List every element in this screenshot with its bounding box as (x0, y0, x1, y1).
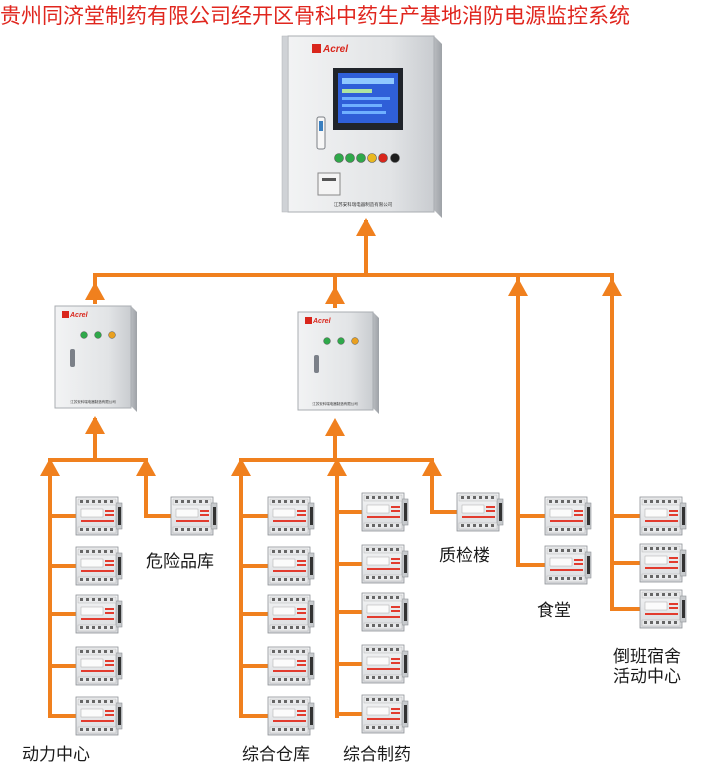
monitor-module (639, 589, 687, 629)
monitor-module (456, 492, 504, 532)
sub-cabinet-middle-footer: 江苏安科瑞电器制造有限公司 (312, 401, 358, 406)
monitor-module (361, 644, 409, 684)
monitor-module (75, 646, 123, 686)
up-arrow-icon (508, 278, 528, 296)
main-cabinet: Acrel 江苏安科瑞电器制造有限公司 (281, 35, 442, 218)
monitor-module (267, 546, 315, 586)
monitor-module (75, 696, 123, 736)
main-cabinet-brand: Acrel (322, 44, 348, 55)
up-arrow-icon (40, 458, 60, 476)
group-label-hazardous-warehouse: 危险品库 (146, 552, 214, 572)
up-arrow-icon (356, 218, 376, 236)
up-arrow-icon (325, 418, 345, 436)
sub-cabinet-middle-brand: Acrel (312, 318, 332, 325)
monitor-module (267, 646, 315, 686)
main-cabinet-footer: 江苏安科瑞电器制造有限公司 (334, 201, 393, 208)
group-label-quality-building: 质检楼 (439, 546, 490, 566)
monitor-module (639, 543, 687, 583)
monitor-module (75, 496, 123, 536)
monitor-module (75, 546, 123, 586)
up-arrow-icon (325, 286, 345, 304)
sub-cabinet-left-footer: 江苏安科瑞电器制造有限公司 (70, 399, 116, 404)
page-title: 贵州同济堂制药有限公司经开区骨科中药生产基地消防电源监控系统 (0, 4, 630, 28)
monitor-module (639, 496, 687, 536)
group-label-activity-center: 活动中心 (613, 667, 681, 687)
up-arrow-icon (327, 458, 347, 476)
door-handle-icon (314, 355, 319, 373)
sub-cabinet-left: Acrel 江苏安科瑞电器制造有限公司 (54, 305, 137, 412)
group-label-canteen: 食堂 (537, 601, 571, 621)
sub-cabinet-left-brand: Acrel (69, 312, 89, 319)
indicator-light-icon (334, 153, 400, 163)
monitor-module (267, 496, 315, 536)
up-arrow-icon (602, 278, 622, 296)
monitor-module (75, 594, 123, 634)
monitor-module (361, 694, 409, 734)
monitor-module (361, 544, 409, 584)
group-label-general-warehouse: 综合仓库 (242, 745, 310, 765)
door-handle-icon (70, 349, 75, 367)
up-arrow-icon (231, 458, 251, 476)
monitor-module (170, 496, 218, 536)
monitor-module (361, 592, 409, 632)
monitor-module (544, 545, 592, 585)
monitor-module (544, 496, 592, 536)
up-arrow-icon (85, 282, 105, 300)
up-arrow-icon (422, 458, 442, 476)
group-label-shift-dormitory: 倒班宿舍 (613, 647, 681, 667)
monitor-module (361, 492, 409, 532)
sub-cabinet-middle: Acrel 江苏安科瑞电器制造有限公司 (297, 311, 379, 414)
main-meter-window (316, 116, 326, 150)
up-arrow-icon (136, 458, 156, 476)
monitor-modules (75, 492, 687, 736)
monitor-module (267, 696, 315, 736)
monitor-module (267, 594, 315, 634)
group-label-power-center: 动力中心 (22, 745, 90, 765)
up-arrow-icon (85, 416, 105, 434)
main-printer-slot (317, 172, 341, 196)
group-label-general-pharmacy: 综合制药 (343, 745, 411, 765)
acrel-logo-icon: Acrel (312, 44, 348, 55)
connector-lines (40, 218, 640, 718)
